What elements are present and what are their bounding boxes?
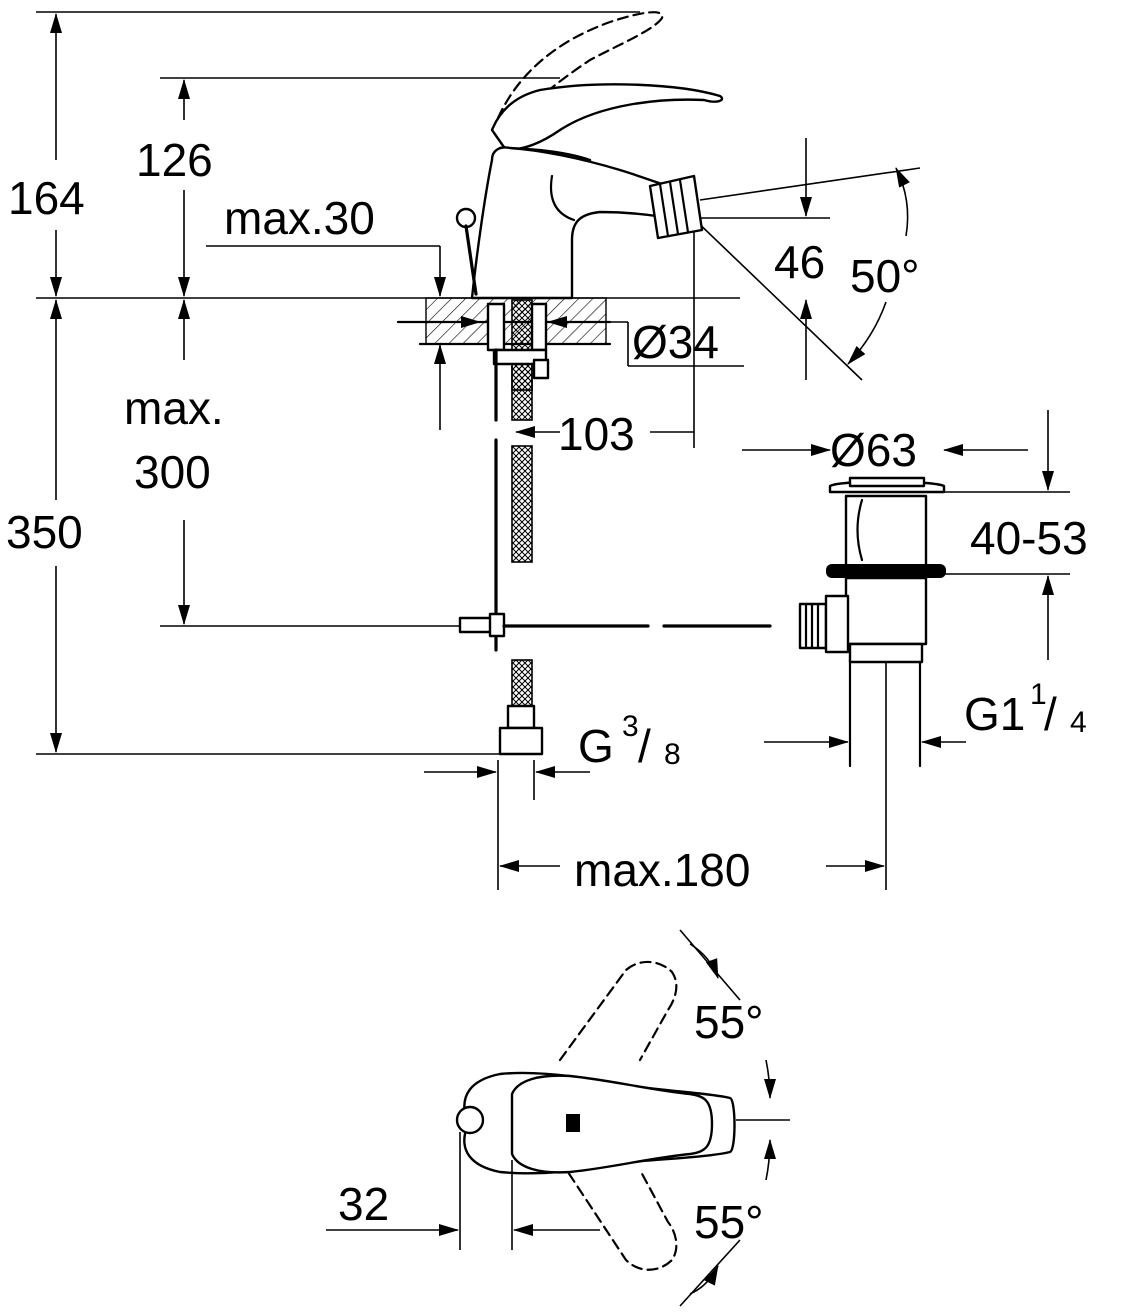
- label-dia63: Ø63: [830, 424, 917, 476]
- label-dia34: Ø34: [632, 316, 719, 368]
- label-46: 46: [774, 236, 825, 288]
- label-55-deg-bottom: 55°: [694, 1196, 764, 1248]
- label-164: 164: [8, 172, 85, 224]
- label-g-small: G: [578, 720, 614, 772]
- label-126: 126: [136, 134, 213, 186]
- label-50-deg: 50°: [850, 250, 920, 302]
- label-g-large-den: 4: [1070, 706, 1087, 739]
- label-max: max.: [124, 382, 224, 434]
- label-g-small-den: 8: [664, 738, 681, 771]
- faucet-plan-view: [326, 929, 790, 1307]
- label-g-large-slash: /: [1044, 688, 1057, 740]
- label-350: 350: [6, 506, 83, 558]
- under-deck-fixing: [458, 299, 772, 756]
- dimension-lines: [36, 11, 1070, 890]
- label-40-53: 40-53: [970, 512, 1088, 564]
- label-55-deg-top: 55°: [694, 996, 764, 1048]
- label-g-large-num: 1: [1030, 678, 1047, 711]
- drain-waste: [798, 476, 946, 664]
- label-32: 32: [338, 1178, 389, 1230]
- label-max30: max.30: [224, 192, 375, 244]
- label-max180: max.180: [574, 844, 750, 896]
- faucet-side-view: [455, 11, 724, 300]
- label-g-small-slash: /: [638, 720, 651, 772]
- label-103: 103: [558, 408, 635, 460]
- dimension-labels: 164 126 max.30 46 50° Ø34 max. 300 103 Ø…: [6, 134, 1088, 1248]
- label-300: 300: [134, 446, 211, 498]
- label-g-small-num: 3: [622, 710, 639, 743]
- label-g-large: G1: [964, 688, 1025, 740]
